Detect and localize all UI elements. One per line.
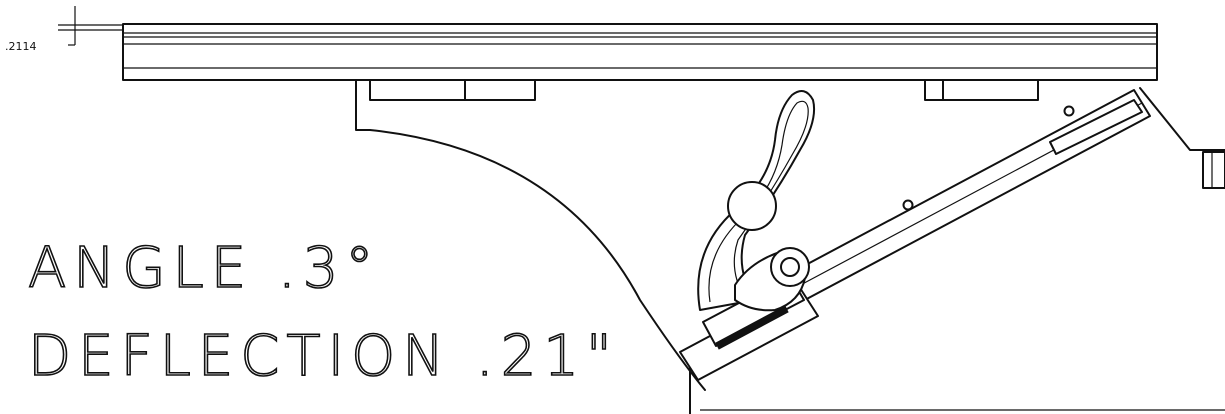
diagonal-arm-plate bbox=[1049, 99, 1143, 155]
right-mount-blocks bbox=[924, 79, 1039, 101]
arm-hole-upper bbox=[1063, 105, 1075, 117]
diagonal-arm bbox=[769, 89, 1151, 311]
curved-support-bracket bbox=[355, 79, 706, 391]
deflection-dimension: .2114 bbox=[5, 6, 122, 53]
left-block-2 bbox=[464, 79, 536, 101]
arm-hole-middle bbox=[902, 199, 914, 211]
deflection-annotation: DEFLECTION .21" bbox=[28, 324, 619, 389]
right-side-support bbox=[1139, 87, 1225, 189]
dimension-label: .2114 bbox=[5, 40, 37, 53]
right-support-line bbox=[1139, 87, 1225, 151]
angle-annotation: ANGLE .3° bbox=[28, 236, 380, 301]
hinge-plate-edge bbox=[715, 305, 789, 350]
right-end-block bbox=[1202, 151, 1225, 189]
handle-knob bbox=[727, 181, 777, 231]
cam-lock-handle bbox=[697, 90, 816, 312]
left-mount-blocks bbox=[369, 79, 536, 101]
table-top-rail bbox=[122, 23, 1158, 81]
right-block-1 bbox=[924, 79, 944, 101]
right-block-2 bbox=[942, 79, 1039, 101]
left-block-1 bbox=[369, 79, 466, 101]
cam-pivot-inner bbox=[780, 257, 800, 277]
